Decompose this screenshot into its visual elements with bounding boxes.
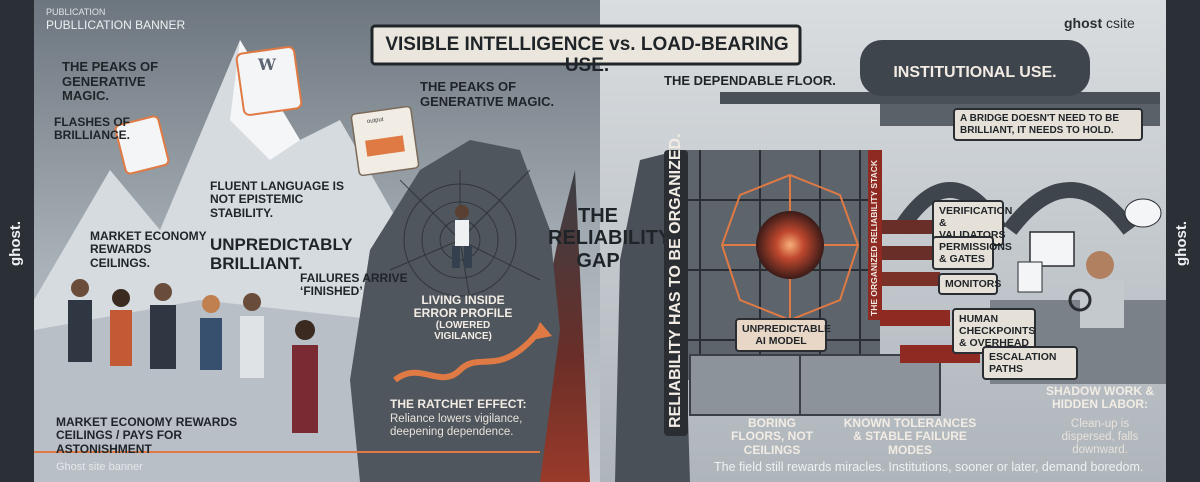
- unpredictably-label: UNPREDICTABLY BRILLIANT.: [210, 235, 353, 274]
- dependable-floor-label: THE DEPENDABLE FLOOR.: [664, 73, 836, 88]
- ratchet-title: THE RATCHET EFFECT:: [390, 397, 527, 411]
- brand-word: ghost: [1064, 15, 1103, 31]
- vertical-stack-label: THE ORGANIZED RELIABILITY STACK: [868, 150, 882, 320]
- ai-model-label: UNPREDICTABLE AI MODEL: [735, 318, 831, 353]
- slab-tolerances: [799, 354, 941, 416]
- flashes-label: FLASHES OF BRILLIANCE.: [54, 115, 131, 143]
- stack-item-monitors: MONITORS: [938, 273, 1001, 296]
- spider-web: [389, 169, 541, 301]
- floating-document-small: [114, 115, 170, 175]
- living-label: LIVING INSIDE ERROR PROFILE: [413, 293, 513, 321]
- market-ceilings-label: MARKET ECONOMY REWARDS CEILINGS.: [90, 229, 207, 270]
- left-cliff: [350, 140, 560, 482]
- brand-logo: ghost csite: [1064, 15, 1135, 32]
- left-brand-bar: [0, 0, 34, 482]
- ratchet-note: Reliance lowers vigilance, deepening dep…: [390, 413, 523, 438]
- page-title: VISIBLE INTELLIGENCE vs. LOAD-BEARING US…: [385, 34, 789, 77]
- header-eyebrow: PUBLICATION: [46, 7, 106, 17]
- ai-vortex: [756, 211, 824, 279]
- reliability-gap-title: THE RELIABILITY GAP: [548, 205, 672, 272]
- right-side-brand: ghost.: [1173, 221, 1190, 266]
- ratchet-arrow: [393, 328, 543, 383]
- fluent-label: FLUENT LANGUAGE IS NOT EPISTEMIC STABILI…: [210, 179, 344, 220]
- market-astonishment-label: MARKET ECONOMY REWARDS CEILINGS / PAYS F…: [56, 415, 238, 456]
- institutional-use-label: INSTITUTIONAL USE.: [893, 64, 1057, 81]
- bridge-quote: A BRIDGE DOESN'T NEED TO BE BRILLIANT, I…: [953, 108, 1143, 141]
- known-tolerances-label: KNOWN TOLERANCES & STABLE FAILURE MODES: [843, 416, 977, 457]
- failures-label: FAILURES ARRIVE ‘FINISHED’: [300, 271, 408, 299]
- trapped-person: [452, 205, 472, 268]
- stack-item-permissions: PERMISSIONS & GATES: [932, 236, 1012, 271]
- brand-suffix: csite: [1106, 15, 1135, 31]
- shadow-note: Clean-up is dispersed, falls downward.: [1061, 418, 1139, 456]
- boring-floors-label: BORING FLOORS, NOT CEILINGS: [731, 416, 813, 457]
- stack-item-escalation: ESCALATION PATHS: [982, 346, 1078, 381]
- title-frame: [370, 24, 802, 66]
- right-brand-bar: [1166, 0, 1200, 482]
- peaks-label-1: THE PEAKS OF GENERATIVE MAGIC.: [62, 59, 159, 104]
- crowd: [68, 279, 318, 433]
- peaks-label-2: THE PEAKS OF GENERATIVE MAGIC.: [420, 79, 555, 109]
- shadow-title: SHADOW WORK & HIDDEN LABOR:: [1046, 384, 1154, 412]
- header-label: PUBLLICATION BANNER: [46, 18, 186, 32]
- vigilance-label: (LOWERED VIGILANCE): [434, 320, 492, 343]
- svg-text:W: W: [257, 55, 277, 74]
- footer-banner-label: Ghost site banner: [56, 461, 143, 473]
- vertical-reliability-label: RELIABILITY HAS TO BE ORGANIZED.: [664, 133, 688, 436]
- footer-quote: The field still rewards miracles. Instit…: [714, 460, 1144, 474]
- output-scroll: [350, 105, 420, 177]
- floating-document-w: W: [235, 46, 303, 116]
- left-side-brand: ghost.: [7, 221, 24, 266]
